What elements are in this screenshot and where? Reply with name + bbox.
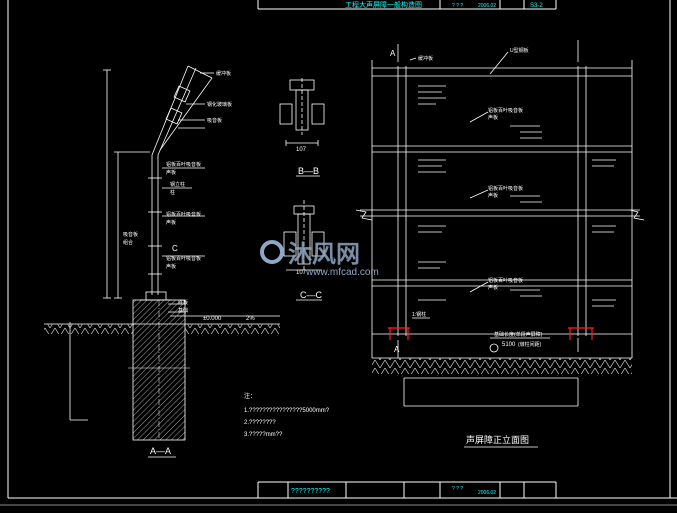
elevation-panel-label-3: 铝板百叶吸音板 — [488, 277, 523, 284]
watermark: 沐风网 www.mfcad.com — [258, 234, 418, 278]
bb-dimension: 107 — [296, 147, 307, 153]
aa-callout-5: 声板 — [166, 169, 176, 176]
elevation-base-note: 1:钢柱 — [412, 311, 426, 318]
elevation-bottom-dim: 5100 — [502, 342, 516, 348]
cc-dimension: 107 — [296, 270, 307, 276]
elevation-ground — [372, 358, 632, 374]
bottom-title-text: ?????????? — [291, 488, 330, 495]
aa-base-label-2: 基础 — [178, 307, 188, 314]
aa-left-label: 吸音板 — [123, 231, 138, 238]
bottom-title-block — [257, 481, 557, 498]
aa-callout-1: 缓冲板 — [216, 70, 231, 77]
elevation-panel-sub-1: 声板 — [488, 114, 498, 121]
aa-callout-11: 声板 — [166, 263, 176, 270]
aa-callout-6: 钢立柱 — [170, 181, 185, 188]
watermark-url: www.mfcad.com — [305, 267, 379, 278]
section-bb — [279, 78, 325, 177]
notes-line-1: 1.????????????????5000mm? — [244, 408, 330, 414]
bottom-date: 2006.02 — [478, 490, 496, 496]
cc-caption: C—C — [300, 290, 322, 300]
elevation-marker-a-bottom: A — [394, 345, 400, 354]
aa-callout-4: 铝板百叶吸音板 — [166, 161, 201, 168]
aa-callout-8: 铝板百叶吸音板 — [166, 211, 201, 218]
aa-callout-7: 柱 — [170, 189, 175, 196]
elevation-bottom-label: 基础长度(单段声屏障) — [494, 331, 543, 338]
aa-mark-c: C — [172, 244, 178, 253]
aa-base-label-1: 底板 — [178, 299, 188, 306]
aa-elevation-label: ±0.000 — [203, 316, 222, 322]
elevation-left-label: 缓冲板 — [418, 55, 433, 62]
elevation-panel-sub-3: 声板 — [488, 284, 498, 291]
aa-callout-9: 声板 — [166, 219, 176, 226]
elevation-bottom-dim-note: (墩柱间距) — [518, 341, 542, 348]
elevation-dim-circle — [489, 343, 499, 353]
notes-line-2: 2.???????? — [244, 420, 276, 426]
aa-callout-10: 铝板百叶吸音板 — [166, 255, 201, 262]
bottom-date-marks: ? ? ? — [452, 486, 463, 492]
section-cc — [283, 200, 325, 301]
notes-heading: 注： — [244, 392, 256, 400]
top-page-number: S3-2 — [530, 3, 543, 9]
elevation-panel-marks — [418, 85, 616, 307]
bb-caption: B—B — [298, 166, 319, 176]
aa-left-label-2: 组合 — [123, 239, 133, 246]
elevation-caption: 声屏障正立面图 — [466, 434, 529, 445]
elevation-panel-label-2: 铝板百叶吸音板 — [488, 185, 523, 192]
top-date: 2006.02 — [478, 3, 496, 9]
watermark-brand: 沐风网 — [288, 241, 360, 268]
aa-caption: A—A — [150, 446, 171, 456]
elevation-panel-label-1: 铝板百叶吸音板 — [488, 107, 523, 114]
aa-foundation — [44, 299, 280, 441]
aa-callout-2: 钢化玻璃板 — [207, 101, 232, 108]
elevation-panel-sub-2: 声板 — [488, 192, 498, 199]
top-date-marks: ? ? ? — [452, 3, 463, 9]
elevation-marker-a-top: A — [390, 49, 396, 58]
aa-slope-label: 2% — [246, 316, 255, 322]
aa-callout-3: 吸音板 — [207, 117, 222, 124]
elevation-view — [355, 40, 645, 407]
watermark-logo-icon: 沐风网 www.mfcad.com — [260, 240, 379, 278]
notes-line-3: 3.?????mm?? — [244, 432, 283, 438]
top-title-block — [257, 0, 557, 10]
elevation-top-label: U型钢板 — [510, 47, 529, 54]
elevation-anchors — [388, 327, 594, 340]
top-title: 工程大声屏障一般构造图 — [345, 0, 422, 9]
